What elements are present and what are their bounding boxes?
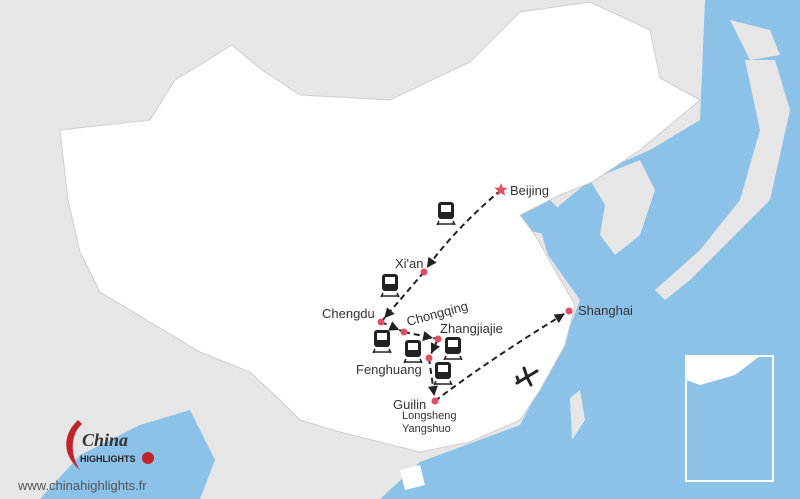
route-arrow [384,307,395,319]
train-icon [372,330,392,354]
city-label: Chengdu [322,306,375,321]
route-arrow [553,313,565,324]
china-land [59,1,701,453]
route-arrow [422,331,434,341]
city-marker [420,268,428,276]
city-label: Shanghai [578,303,633,318]
korea [590,160,655,255]
route-arrow [427,385,438,397]
taiwan [570,390,585,440]
hainan [400,465,425,490]
route-line [428,357,436,402]
south-china-sea-inset [685,355,774,482]
japan-north [730,20,780,60]
route-arrow [388,321,400,331]
capital-star-icon [494,183,508,196]
city-label: Xi'an [395,256,424,271]
city-label: Yangshuo [402,423,451,435]
city-marker [565,307,573,315]
svg-text:China: China [82,430,128,450]
train-icon [443,337,463,361]
train-icon [436,202,456,226]
website-url[interactable]: www.chinahighlights.fr [18,478,147,493]
train-icon [380,274,400,298]
svg-text:HIGHLIGHTS: HIGHLIGHTS [80,454,136,464]
route-arrow [426,256,437,268]
city-label: Guilin [393,397,426,412]
city-marker [425,354,433,362]
city-label: Longsheng [402,410,456,422]
city-label: Zhangjiajie [440,321,503,336]
train-icon [403,340,423,364]
plane-icon [515,366,539,387]
route-line [380,271,425,323]
city-marker [377,318,385,326]
city-marker [431,397,439,405]
china-highlights-logo: China HIGHLIGHTS [66,420,154,470]
city-label: Fenghuang [356,362,422,377]
route-arrow [430,342,440,354]
train-icon [433,362,453,386]
bay-of-bengal [40,410,215,499]
japan [655,60,790,300]
city-marker [434,335,442,343]
city-marker [400,328,408,336]
route-line [434,310,570,402]
city-label: Beijing [510,183,549,198]
